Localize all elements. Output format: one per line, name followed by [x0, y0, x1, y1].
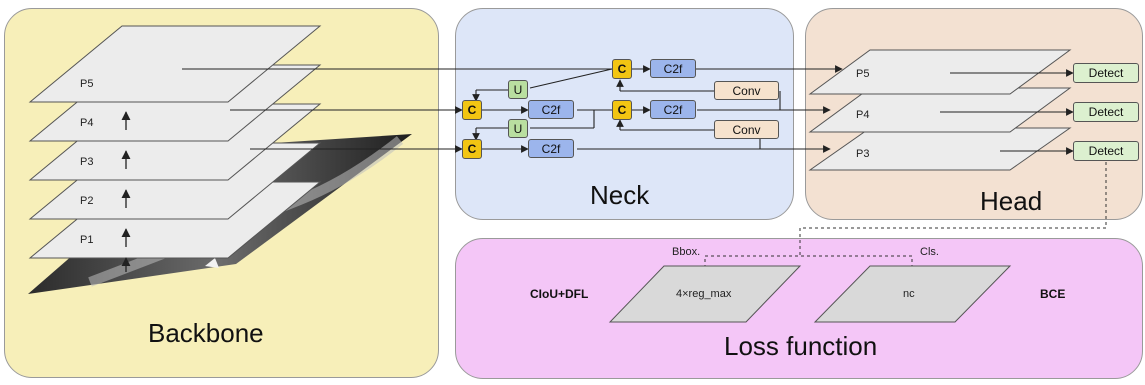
neck-c2f-top: C2f: [650, 59, 696, 78]
cls-box-label: nc: [903, 288, 915, 300]
neck-concat-bottom: C: [462, 139, 482, 159]
neck-conv-2: Conv: [714, 120, 779, 139]
neck-upsample-2: U: [508, 119, 528, 138]
detect-p5: Detect: [1073, 63, 1139, 83]
backbone-layer-p5: P5: [80, 78, 94, 90]
neck-concat-mid-right: C: [612, 100, 632, 120]
neck-title: Neck: [590, 180, 650, 210]
detect-p3: Detect: [1073, 141, 1139, 161]
head-title: Head: [980, 186, 1043, 216]
neck-upsample-1: U: [508, 80, 528, 99]
bbox-label: Bbox.: [672, 246, 701, 258]
neck-concat-top: C: [612, 59, 632, 79]
neck-c2f-bottom: C2f: [528, 139, 574, 158]
loss-title: Loss function: [724, 331, 878, 361]
backbone-title: Backbone: [148, 318, 264, 348]
connector-lines: [182, 65, 1074, 155]
loss-dashed-connectors: [704, 162, 1107, 266]
backbone-layer-p4: P4: [80, 117, 94, 129]
neck-c2f-mid-right: C2f: [650, 100, 696, 119]
head-layer-p5: P5: [856, 68, 870, 80]
cls-label: Cls.: [920, 246, 939, 258]
loss-boxes: [608, 265, 1012, 323]
backbone-layer-p1: P1: [80, 234, 94, 246]
loss-panel: [455, 238, 1143, 379]
backbone-layer-p3: P3: [80, 156, 94, 168]
ciou-dfl-label: CIoU+DFL: [530, 287, 589, 301]
detect-p4: Detect: [1073, 102, 1139, 122]
bbox-box-label: 4×reg_max: [676, 288, 732, 300]
backbone-layer-p2: P2: [80, 195, 94, 207]
head-layer-p4: P4: [856, 109, 870, 121]
backbone-layer-planes: [28, 25, 322, 259]
bce-label: BCE: [1040, 287, 1066, 301]
neck-concat-mid-left: C: [462, 100, 482, 120]
neck-conv-1: Conv: [714, 81, 779, 100]
head-layer-planes: [808, 49, 1072, 171]
neck-c2f-mid-left: C2f: [528, 100, 574, 119]
head-layer-p3: P3: [856, 148, 870, 160]
